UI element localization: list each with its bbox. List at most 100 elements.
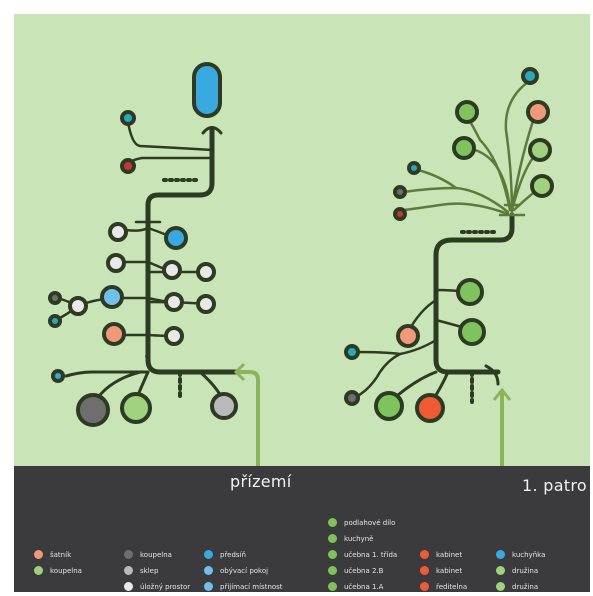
room-node xyxy=(164,226,188,250)
legend-item: přijímací místnost xyxy=(204,580,283,593)
nodes-ground-floor xyxy=(48,62,238,427)
legend-swatch xyxy=(328,566,337,575)
legend-label: ředitelna xyxy=(436,582,468,591)
room-node xyxy=(102,322,126,346)
room-node xyxy=(526,100,550,124)
legend-swatch xyxy=(328,582,337,591)
legend-swatch xyxy=(496,550,505,559)
room-node xyxy=(528,138,552,162)
legend-label: učebna 1.A xyxy=(344,582,384,591)
legend-label: kabinet xyxy=(436,550,463,559)
legend-item: učebna 1.A xyxy=(328,580,397,593)
legend-item: kabinet xyxy=(420,548,467,561)
room-node xyxy=(120,158,136,174)
legend-label: šatník xyxy=(50,550,72,559)
legend-item: koupelna xyxy=(124,548,190,561)
legend-swatch xyxy=(34,566,43,575)
legend-item: ředitelna xyxy=(420,580,467,593)
legend-item: družina xyxy=(496,564,545,577)
legend-label: sklep xyxy=(140,566,159,575)
legend-label: učebna 1. třída xyxy=(344,550,398,559)
legend-label: kuchyně xyxy=(344,534,374,543)
legend-item: sklep xyxy=(124,564,190,577)
legend-swatch xyxy=(34,550,43,559)
legend-label: učebna 2.B xyxy=(344,566,384,575)
room-node xyxy=(455,100,479,124)
legend-column: kabinet kabinet ředitelna xyxy=(420,548,467,596)
legend-label: podlahové dílo xyxy=(344,518,396,527)
legend-label: úložný prostor xyxy=(140,582,191,591)
legend-item: učebna 2.B xyxy=(328,564,397,577)
room-node xyxy=(196,294,216,314)
room-node xyxy=(521,67,539,85)
legend-swatch xyxy=(420,566,429,575)
legend-label: koupelna xyxy=(50,566,82,575)
legend-label: družina xyxy=(512,582,539,591)
room-node xyxy=(374,391,404,421)
room-node xyxy=(530,174,554,198)
legend-swatch xyxy=(420,550,429,559)
legend-column: podlahové dílo kuchyně učebna 1. třída učeb… xyxy=(328,516,397,596)
room-node xyxy=(48,291,62,305)
room-node xyxy=(344,390,360,406)
room-node xyxy=(120,392,152,424)
room-node xyxy=(106,253,126,273)
legend-swatch xyxy=(328,518,337,527)
legend-label: obývací pokoj xyxy=(220,566,269,575)
legend-label: předsíň xyxy=(220,550,246,559)
floor-label-first: 1. patro xyxy=(522,476,588,495)
room-node xyxy=(452,136,476,160)
room-node xyxy=(192,62,222,118)
room-node xyxy=(100,285,124,309)
legend-item: kabinet xyxy=(420,564,467,577)
legend-label: kuchyňka xyxy=(512,550,546,559)
room-node xyxy=(396,324,420,348)
legend-column: koupelna sklep úložný prostor xyxy=(124,548,190,596)
room-node xyxy=(344,344,360,360)
room-node xyxy=(120,110,136,126)
legend-swatch xyxy=(420,582,429,591)
entrance-arrow-first xyxy=(492,387,512,466)
legend-swatch xyxy=(204,582,213,591)
legend-item: předsíň xyxy=(204,548,283,561)
room-node xyxy=(48,314,62,328)
legend-item: obývací pokoj xyxy=(204,564,283,577)
legend-item: úložný prostor xyxy=(124,580,190,593)
legend-swatch xyxy=(204,550,213,559)
legend-item: koupelna xyxy=(34,564,82,577)
room-node xyxy=(407,161,421,175)
legend-item: šatník xyxy=(34,548,82,561)
legend-swatch xyxy=(124,550,133,559)
legend-swatch xyxy=(328,534,337,543)
room-node xyxy=(196,262,216,282)
room-node xyxy=(415,393,445,423)
legend-item: podlahové dílo xyxy=(328,516,397,529)
legend-footer xyxy=(14,466,590,592)
legend-item: kuchyně xyxy=(328,532,397,545)
legend-item: učebna 1. třída xyxy=(328,548,397,561)
room-node xyxy=(51,369,65,383)
legend-column: kuchyňka družina družina xyxy=(496,548,545,596)
room-node xyxy=(393,207,407,221)
room-node xyxy=(162,260,182,280)
legend-swatch xyxy=(496,582,505,591)
room-node xyxy=(164,326,184,346)
legend-swatch xyxy=(496,566,505,575)
legend-label: přijímací místnost xyxy=(220,582,283,591)
room-node xyxy=(456,278,484,306)
room-node xyxy=(393,185,407,199)
room-node xyxy=(108,222,128,242)
legend-label: kabinet xyxy=(436,566,463,575)
legend-swatch xyxy=(328,550,337,559)
legend-column: šatník koupelna xyxy=(34,548,82,580)
legend-item: družina xyxy=(496,580,545,593)
room-node xyxy=(76,393,110,427)
nodes-first-floor xyxy=(344,67,554,423)
legend-item: kuchyňka xyxy=(496,548,545,561)
floor-label-ground: přízemí xyxy=(230,472,292,491)
legend-column: předsíň obývací pokoj přijímací místnost xyxy=(204,548,283,596)
legend-swatch xyxy=(124,582,133,591)
room-node xyxy=(210,392,238,420)
